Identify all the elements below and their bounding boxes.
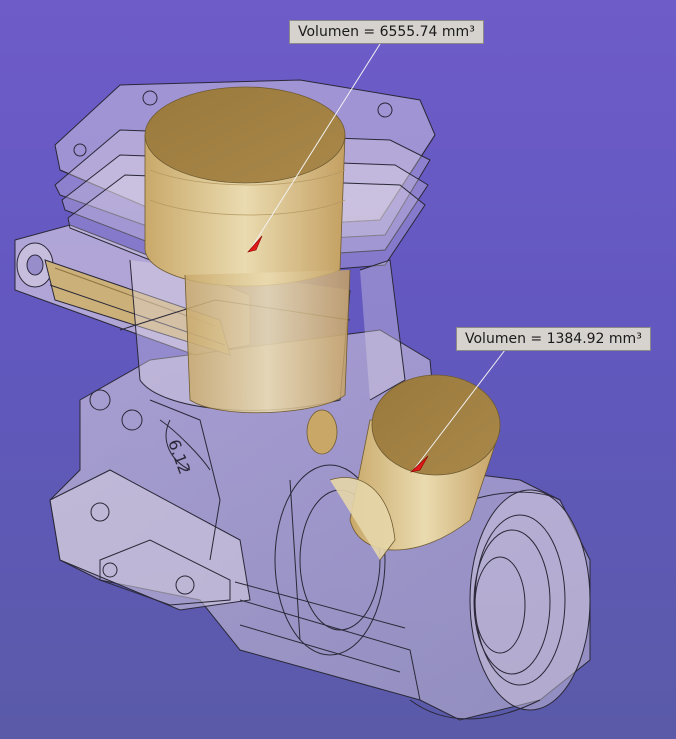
crank-volume-solid [306,374,501,561]
volume-annotation-crankcase: Volumen = 1384.92 mm³ [456,327,651,351]
annotation-leaders [251,43,506,469]
volume-annotation-cylinder: Volumen = 6555.74 mm³ [289,20,484,44]
crankcase-shell: 6.12 [49,329,591,721]
marker-bottom [409,455,429,473]
marker-top [247,235,263,253]
measurement-markers [247,235,429,473]
cylinder-volume-solid [144,86,351,414]
